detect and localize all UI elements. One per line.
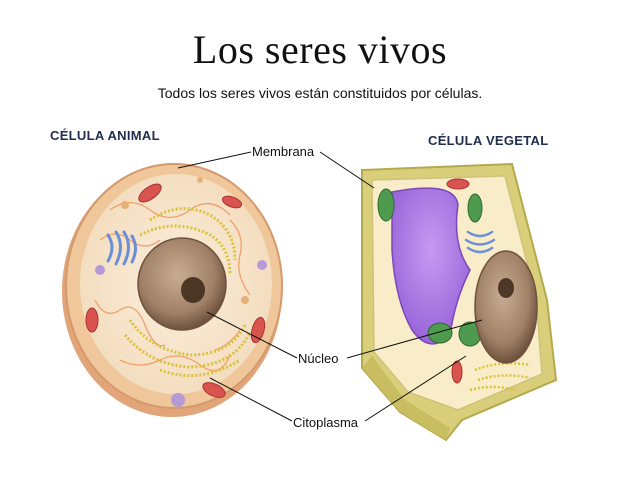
plant-cell-wall-depth (362, 356, 450, 440)
plant-mitochondria (446, 178, 470, 384)
cytoplasm-label: Citoplasma (293, 415, 359, 430)
page-subtitle: Todos los seres vivos están constituidos… (157, 85, 483, 101)
plant-nucleus (474, 250, 538, 364)
animal-cell (62, 163, 283, 417)
leader-lines (177, 151, 483, 422)
animal-nucleolus (181, 277, 205, 303)
nucleus-label: Núcleo (298, 351, 339, 366)
plant-reticulum (469, 362, 531, 392)
animal-cell-heading: CÉLULA ANIMAL (50, 128, 160, 143)
plant-vacuole (391, 187, 471, 345)
cytoplasm-leader-plant (364, 355, 467, 422)
nucleus-leader-plant (346, 319, 483, 359)
animal-rough-reticulum (123, 207, 252, 378)
plant-nucleolus (498, 278, 514, 298)
animal-vesicles (95, 177, 267, 407)
membrane-leader-plant (319, 151, 375, 189)
page-title: Los seres vivos (192, 27, 448, 72)
cytoplasm-leader-animal (209, 377, 293, 422)
plant-cell (361, 162, 558, 442)
animal-nucleus (137, 237, 227, 331)
plant-cell-heading: CÉLULA VEGETAL (428, 133, 549, 148)
animal-golgi (106, 230, 137, 266)
membrane-leader-animal (177, 151, 252, 169)
nucleus-leader-animal (206, 311, 298, 359)
membrane-label: Membrana (252, 144, 315, 159)
plant-golgi (464, 230, 496, 254)
